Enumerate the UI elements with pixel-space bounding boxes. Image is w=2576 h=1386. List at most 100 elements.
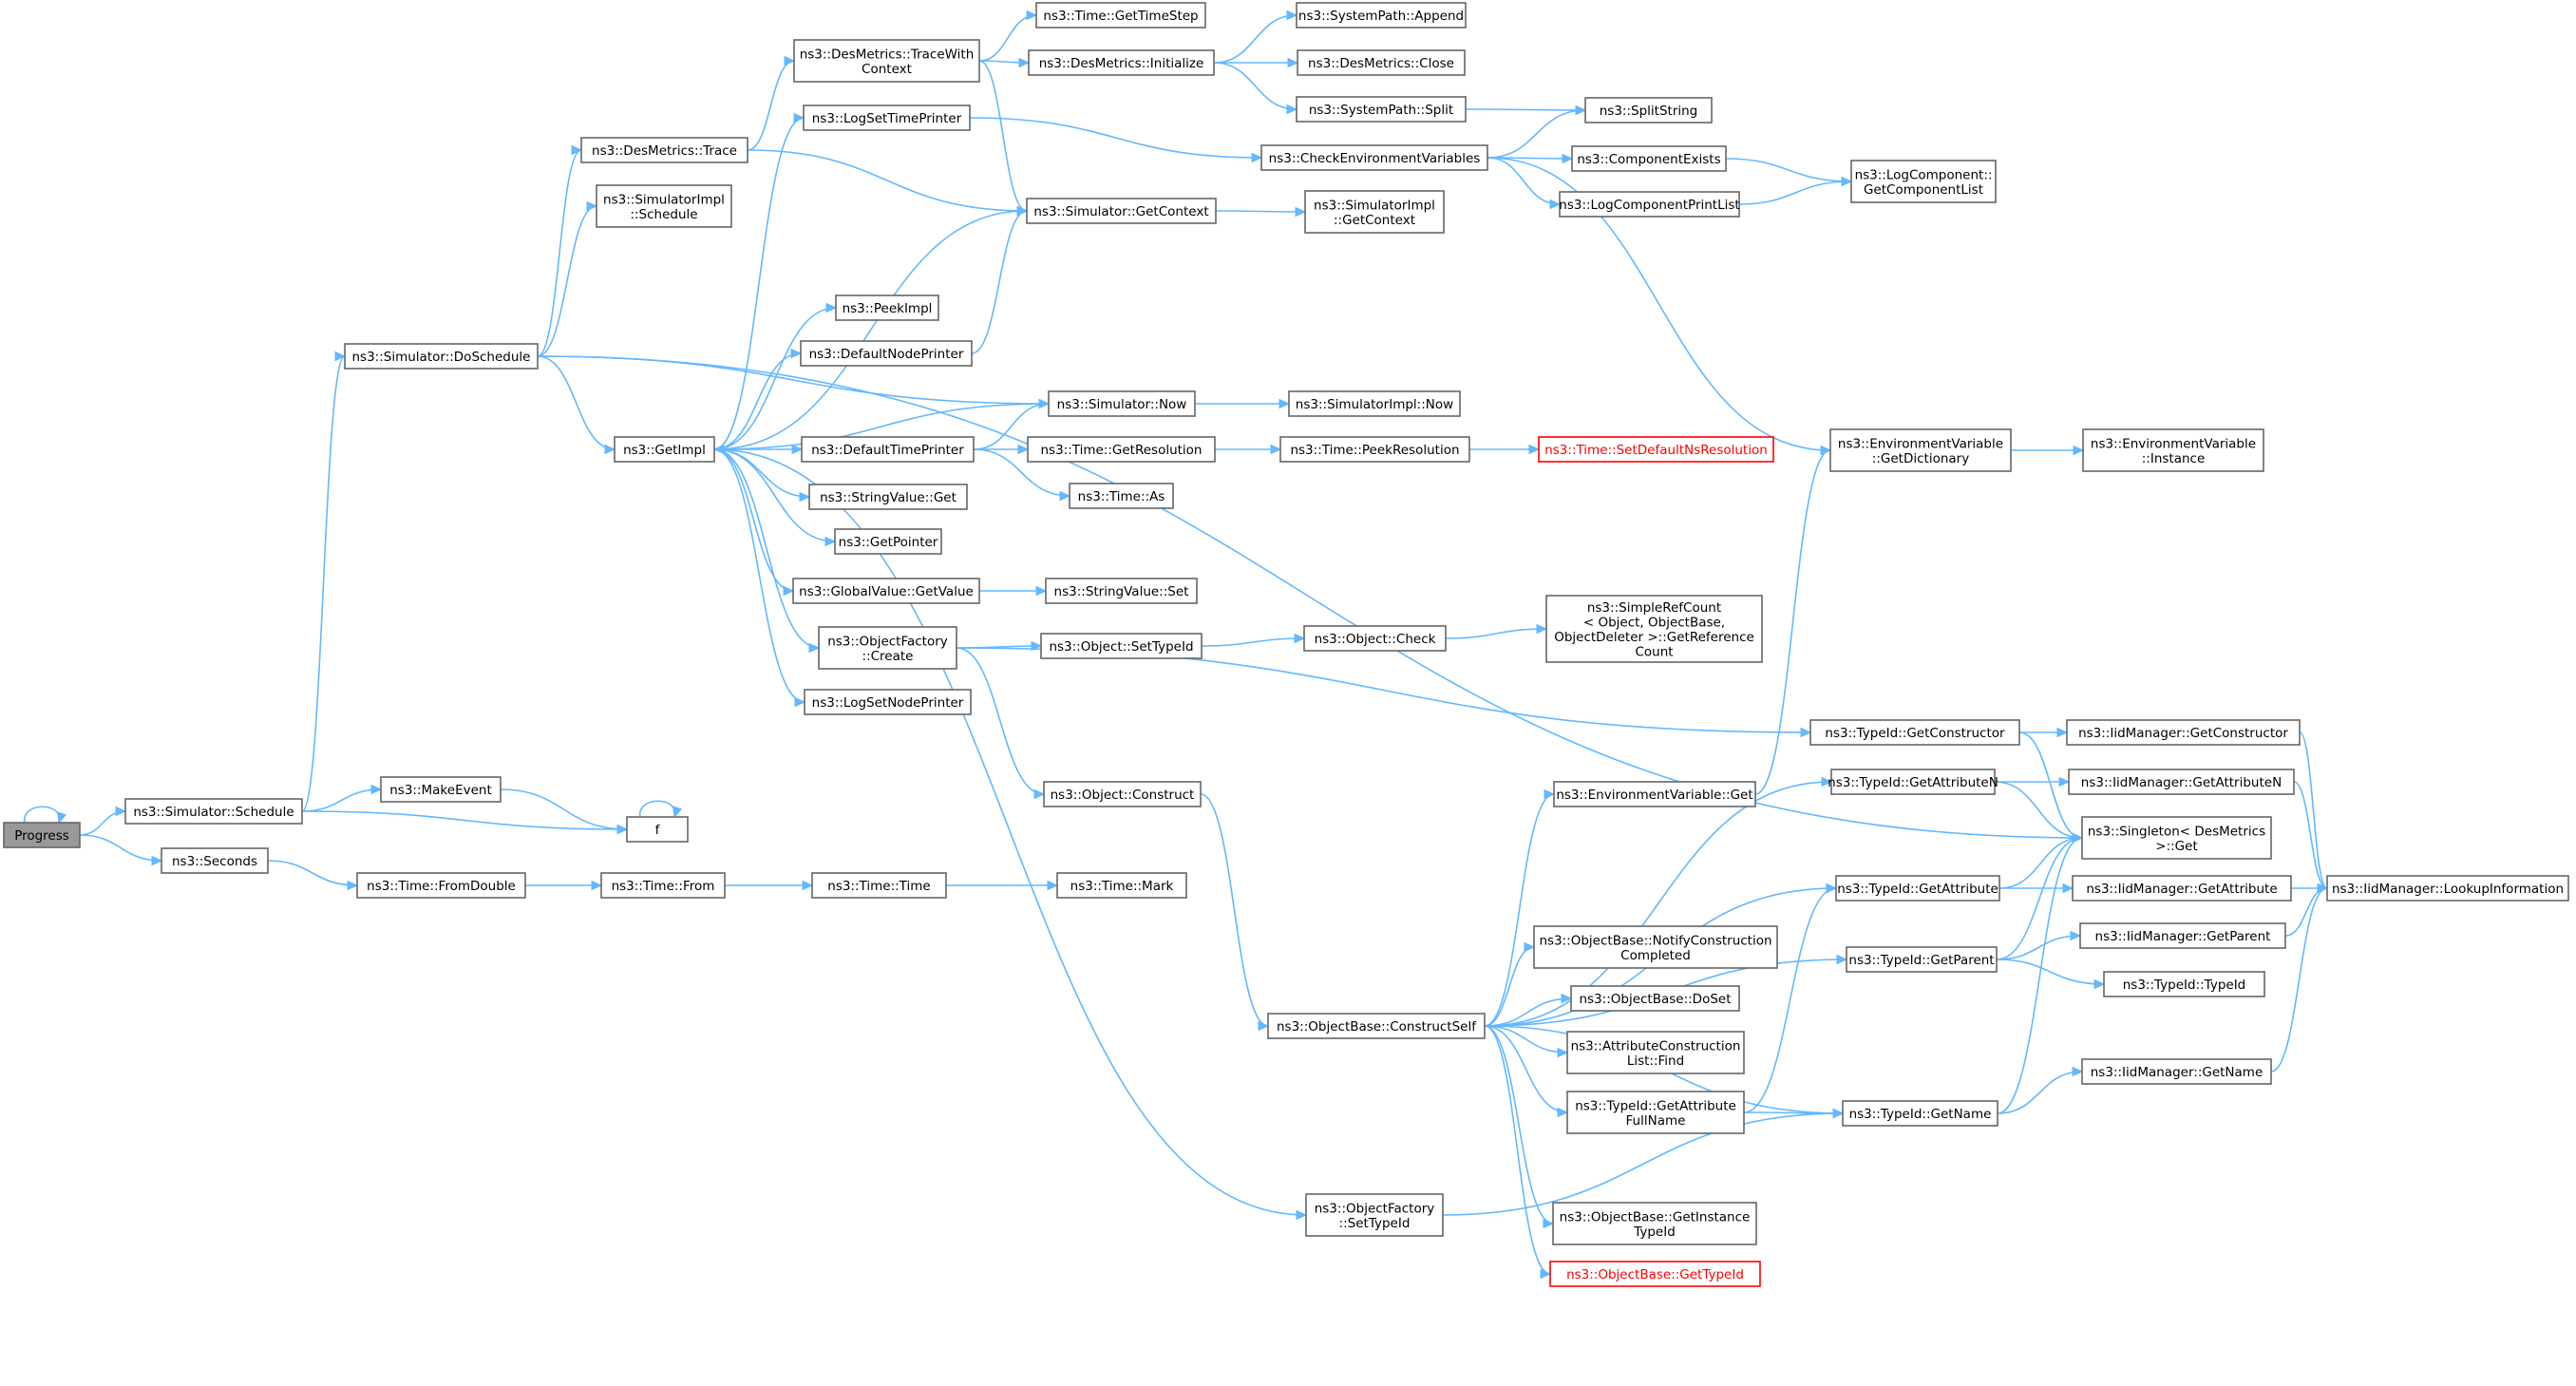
node-getimpl[interactable]: ns3::GetImpl (614, 436, 715, 463)
node-typeid_getattributen[interactable]: ns3::TypeId::GetAttributeN (1828, 769, 1998, 795)
edge-sim_doschedule-to-simimpl_schedule (537, 200, 598, 357)
node-checkenvvars[interactable]: ns3::CheckEnvironmentVariables (1260, 144, 1488, 171)
edge-typeid_getconstructor-to-iid_getconstructor (2018, 727, 2069, 738)
node-label: ns3::DesMetrics::TraceWith (800, 47, 975, 62)
node-box (1533, 925, 1778, 969)
node-time_peekresolution[interactable]: ns3::Time::PeekResolution (1279, 436, 1470, 463)
node-iid_getname[interactable]: ns3::IidManager::GetName (2081, 1058, 2272, 1085)
node-sim_schedule[interactable]: ns3::Simulator::Schedule (124, 798, 303, 825)
node-typeid_getconstructor[interactable]: ns3::TypeId::GetConstructor (1809, 719, 2020, 746)
node-iid_getattribute[interactable]: ns3::IidManager::GetAttribute (2072, 875, 2292, 902)
node-time_setdefaultns[interactable]: ns3::Time::SetDefaultNsResolution (1538, 436, 1774, 463)
node-ob_notifyconstruction[interactable]: ns3::ObjectBase::NotifyConstructionCompl… (1533, 925, 1778, 969)
node-object_check[interactable]: ns3::Object::Check (1303, 625, 1447, 652)
node-iid_getconstructor[interactable]: ns3::IidManager::GetConstructor (2066, 719, 2301, 746)
node-logsettimeprinter[interactable]: ns3::LogSetTimePrinter (803, 104, 971, 131)
node-label: ns3::SimulatorImpl::Now (1296, 397, 1453, 412)
node-box (380, 776, 502, 803)
node-sim_getcontext[interactable]: ns3::Simulator::GetContext (1026, 198, 1217, 224)
node-splitstring[interactable]: ns3::SplitString (1584, 97, 1713, 123)
node-objectfactory_create[interactable]: ns3::ObjectFactory::Create (818, 626, 957, 670)
node-envvar_instance[interactable]: ns3::EnvironmentVariable::Instance (2082, 428, 2264, 472)
node-typeid_getname[interactable]: ns3::TypeId::GetName (1842, 1100, 1998, 1127)
edge-getimpl-to-getpointer (713, 448, 837, 547)
node-componentexists[interactable]: ns3::ComponentExists (1571, 145, 1727, 172)
node-systempath_append[interactable]: ns3::SystemPath::Append (1296, 2, 1467, 28)
node-desmetrics_trace[interactable]: ns3::DesMetrics::Trace (580, 137, 748, 163)
node-box (1553, 781, 1756, 807)
node-label: ns3::ObjectBase::DoSet (1579, 992, 1731, 1007)
node-time_fromdouble[interactable]: ns3::Time::FromDouble (356, 872, 526, 899)
node-objectbase_constructself[interactable]: ns3::ObjectBase::ConstructSelf (1267, 1013, 1486, 1039)
node-label: ns3::IidManager::LookupInformation (2332, 882, 2564, 897)
node-object_construct[interactable]: ns3::Object::Construct (1043, 781, 1202, 807)
node-label: ns3::ObjectBase::GetInstance (1560, 1209, 1751, 1225)
edge-objectbase_constructself-to-typeid_getattributefullname (1484, 1025, 1569, 1118)
node-label: ns3::ObjectFactory (1315, 1201, 1435, 1216)
node-makeevent[interactable]: ns3::MakeEvent (380, 776, 502, 803)
node-f[interactable]: f (626, 816, 689, 843)
node-box (1538, 436, 1774, 463)
edge-typeid_getattribute-to-iid_getattribute (1999, 883, 2074, 894)
node-logcomponentprintlist[interactable]: ns3::LogComponentPrintList (1559, 191, 1740, 218)
node-desmetrics_close[interactable]: ns3::DesMetrics::Close (1297, 49, 1466, 76)
edge-progress-self (24, 806, 67, 825)
edge-iid_getconstructor-to-iid_lookupinfo (2299, 731, 2329, 894)
node-label: ns3::IidManager::GetParent (2095, 929, 2271, 944)
node-sim_now[interactable]: ns3::Simulator::Now (1048, 390, 1196, 417)
node-box (1028, 49, 1215, 76)
edge-object_check-to-simplerefcount (1445, 623, 1548, 639)
node-typeid_getattribute[interactable]: ns3::TypeId::GetAttribute (1835, 875, 2000, 902)
node-iid_lookupinfo[interactable]: ns3::IidManager::LookupInformation (2326, 875, 2569, 902)
node-box (2068, 769, 2295, 795)
node-globalvalue_getvalue[interactable]: ns3::GlobalValue::GetValue (792, 578, 980, 604)
node-systempath_split[interactable]: ns3::SystemPath::Split (1296, 96, 1467, 123)
node-object_settypeid[interactable]: ns3::Object::SetTypeId (1040, 633, 1203, 659)
node-ob_gettypeid[interactable]: ns3::ObjectBase::GetTypeId (1549, 1261, 1761, 1287)
node-typeid_getparent[interactable]: ns3::TypeId::GetParent (1846, 946, 1998, 973)
node-progress[interactable]: Progress (3, 822, 81, 848)
node-iid_getparent[interactable]: ns3::IidManager::GetParent (2079, 922, 2286, 949)
edge-objectbase_constructself-to-typeid_getattributen (1484, 776, 1833, 1027)
node-logcomponent_getlist[interactable]: ns3::LogComponent::GetComponentList (1850, 160, 1997, 203)
node-sim_doschedule[interactable]: ns3::Simulator::DoSchedule (344, 343, 539, 370)
node-simimpl_now[interactable]: ns3::SimulatorImpl::Now (1288, 390, 1461, 417)
node-desmetrics_initialize[interactable]: ns3::DesMetrics::Initialize (1028, 49, 1215, 76)
node-logsetnodeprinter[interactable]: ns3::LogSetNodePrinter (804, 689, 972, 715)
node-time_from[interactable]: ns3::Time::From (600, 872, 726, 899)
node-envvar_get[interactable]: ns3::EnvironmentVariable::Get (1553, 781, 1756, 807)
node-typeid_typeid[interactable]: ns3::TypeId::TypeId (2103, 971, 2265, 997)
node-stringvalue_set[interactable]: ns3::StringValue::Set (1045, 578, 1198, 604)
edge-objectfactory_create-to-object_construct (956, 647, 1046, 800)
node-label: ns3::SystemPath::Append (1298, 9, 1464, 24)
node-peekimpl[interactable]: ns3::PeekImpl (835, 294, 939, 321)
node-simimpl_schedule[interactable]: ns3::SimulatorImpl::Schedule (596, 184, 732, 228)
node-defaultnodeprinter[interactable]: ns3::DefaultNodePrinter (800, 340, 973, 367)
node-simplerefcount[interactable]: ns3::SimpleRefCount< Object, ObjectBase,… (1545, 595, 1763, 663)
node-objectfactory_settypeid[interactable]: ns3::ObjectFactory::SetTypeId (1305, 1193, 1444, 1237)
edge-sim_schedule-to-sim_doschedule (301, 351, 347, 812)
node-label: Progress (14, 828, 69, 844)
edge-sim_now-to-simimpl_now (1194, 398, 1291, 409)
node-envvar_getdictionary[interactable]: ns3::EnvironmentVariable::GetDictionary (1829, 428, 2012, 472)
node-iid_getattributen[interactable]: ns3::IidManager::GetAttributeN (2068, 769, 2295, 795)
node-getpointer[interactable]: ns3::GetPointer (834, 528, 942, 555)
node-defaulttimeprinter[interactable]: ns3::DefaultTimePrinter (801, 436, 975, 463)
node-singleton_get[interactable]: ns3::Singleton< DesMetrics>::Get (2081, 816, 2272, 860)
node-label: ns3::Time::GetResolution (1040, 443, 1202, 458)
node-time_gettimestep[interactable]: ns3::Time::GetTimeStep (1035, 2, 1206, 28)
node-stringvalue_get[interactable]: ns3::StringValue::Get (808, 484, 968, 510)
node-time_getresolution[interactable]: ns3::Time::GetResolution (1027, 436, 1216, 463)
node-seconds[interactable]: ns3::Seconds (161, 847, 269, 874)
node-simimpl_getcontext[interactable]: ns3::SimulatorImpl::GetContext (1304, 190, 1445, 234)
node-ob_doset[interactable]: ns3::ObjectBase::DoSet (1570, 985, 1740, 1012)
node-time_time[interactable]: ns3::Time::Time (811, 872, 947, 899)
node-label: ns3::SimulatorImpl (1314, 198, 1435, 213)
node-time_mark[interactable]: ns3::Time::Mark (1056, 872, 1187, 899)
node-box (1846, 946, 1998, 973)
node-time_as[interactable]: ns3::Time::As (1069, 483, 1174, 509)
